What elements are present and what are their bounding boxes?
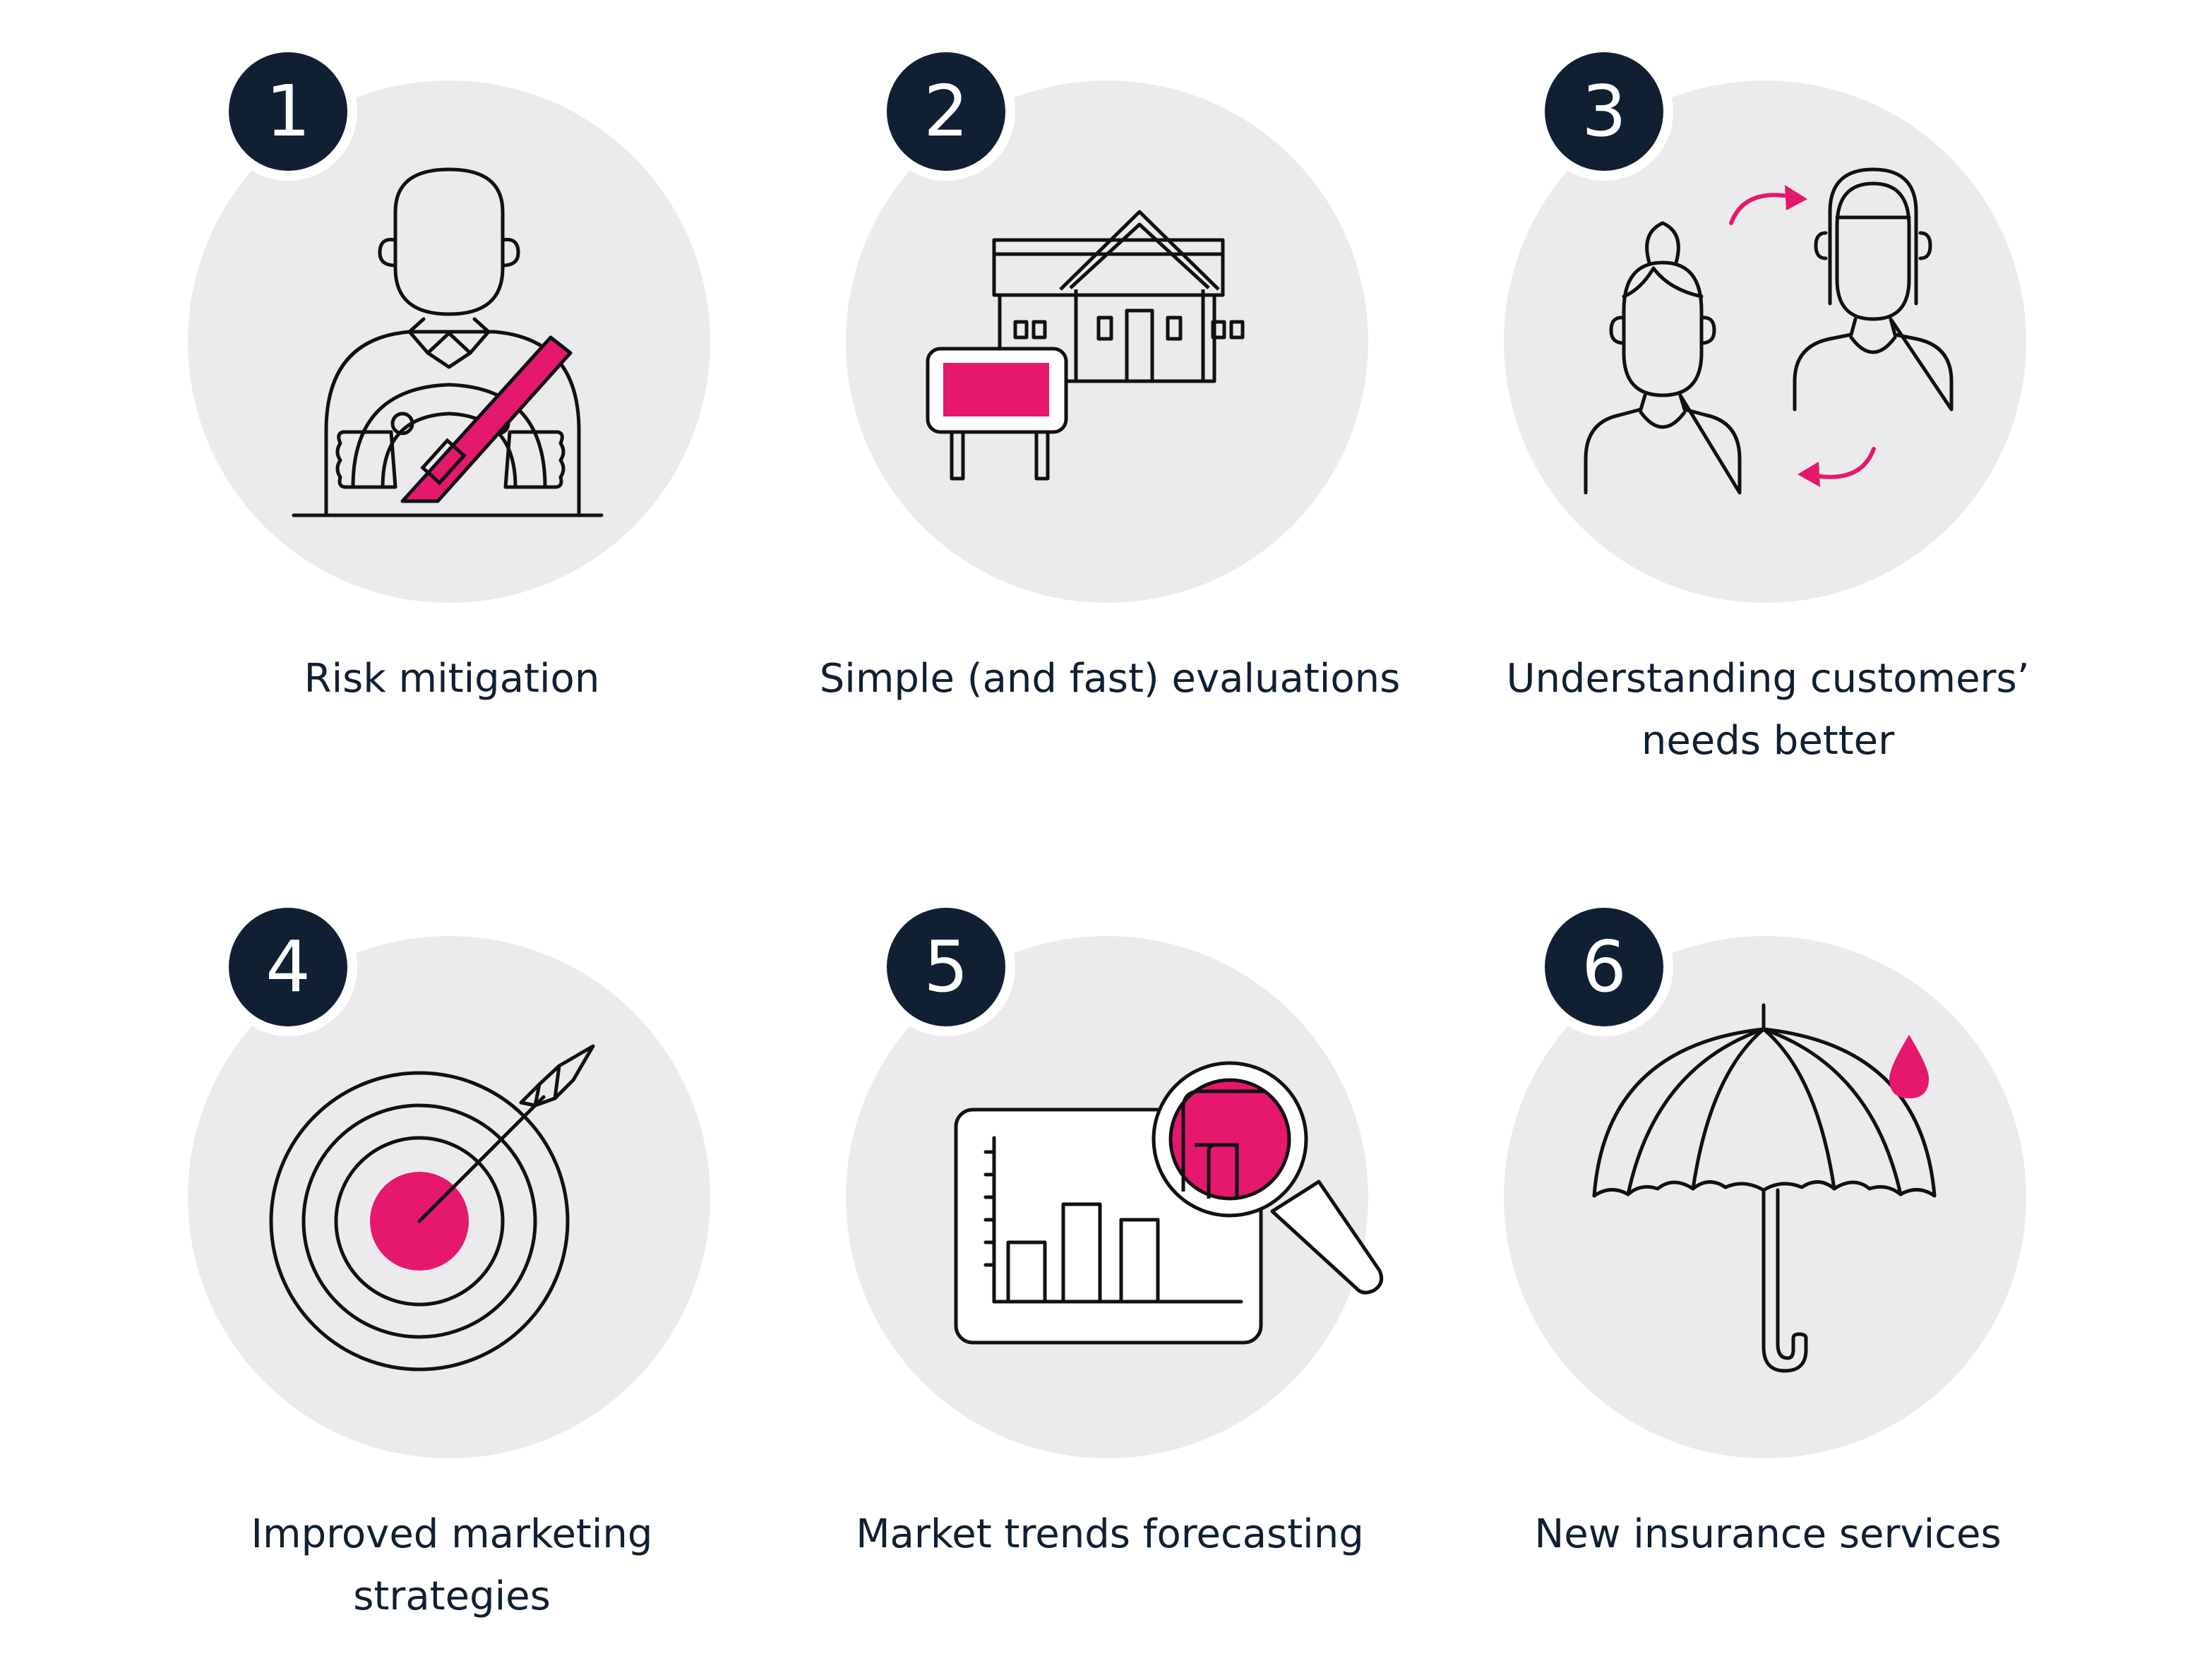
- step-number-badge: 6: [1545, 908, 1663, 1026]
- caption-line: Simple (and fast) evaluations: [819, 656, 1401, 702]
- umbrella-icon: [1504, 936, 2026, 1458]
- house-for-sale-icon: [846, 80, 1368, 603]
- benefit-card-3: 3 Understanding customers’ needs better: [1429, 0, 2107, 776]
- caption-line: Risk mitigation: [304, 656, 600, 702]
- benefit-card-6: 6 New insurance services: [1429, 856, 2107, 1632]
- customers-exchange-icon: [1504, 80, 2026, 603]
- driver-seatbelt-icon: [188, 80, 710, 603]
- benefit-card-5: 5 Market trends forecasting: [771, 856, 1449, 1632]
- step-number-badge: 1: [229, 52, 347, 171]
- benefit-caption: Risk mitigation: [113, 648, 791, 710]
- step-number-badge: 5: [887, 908, 1005, 1026]
- benefit-card-4: 4 Improved marketing strategies: [113, 856, 791, 1667]
- benefit-card-1: 1 Risk mitigation: [113, 0, 791, 776]
- benefit-caption: Market trends forecasting: [771, 1504, 1449, 1566]
- caption-line: New insurance services: [1534, 1511, 2002, 1557]
- step-number-badge: 2: [887, 52, 1005, 171]
- step-number-badge: 4: [229, 908, 347, 1026]
- caption-line: Market trends forecasting: [856, 1511, 1364, 1557]
- caption-line: needs better: [1641, 718, 1895, 764]
- step-number-badge: 3: [1545, 52, 1663, 171]
- benefit-caption: New insurance services: [1429, 1504, 2107, 1566]
- benefit-caption: Understanding customers’ needs better: [1429, 648, 2107, 772]
- caption-line: Understanding customers’: [1506, 656, 2030, 702]
- benefit-caption: Improved marketing strategies: [113, 1504, 791, 1628]
- chart-magnifier-icon: [846, 936, 1384, 1458]
- caption-line: Improved marketing: [251, 1511, 653, 1557]
- benefit-card-2: 2 Simple (and fast) evaluations: [771, 0, 1449, 776]
- benefit-caption: Simple (and fast) evaluations: [771, 648, 1449, 710]
- caption-line: strategies: [353, 1573, 551, 1619]
- target-arrow-icon: [188, 936, 710, 1458]
